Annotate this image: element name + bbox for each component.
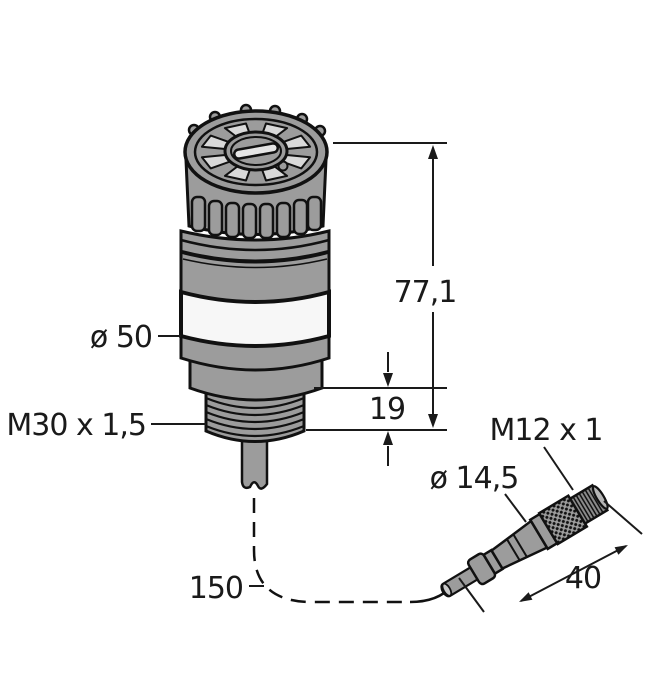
arrowhead-up-icon xyxy=(383,431,393,445)
device-body xyxy=(179,229,331,490)
cap-center-disc-inner xyxy=(230,136,282,166)
leader-connector-diameter xyxy=(504,493,527,523)
label-pigtail-length: 150 xyxy=(189,571,243,606)
boot-grooves xyxy=(506,533,528,561)
dimension-lines xyxy=(151,142,643,613)
cap-screw-slot xyxy=(233,142,279,160)
pigtail-cable xyxy=(252,498,453,604)
label-body-diameter: ø 50 xyxy=(90,320,152,355)
body-ring-1 xyxy=(180,238,330,252)
signal-band xyxy=(179,289,331,348)
arrowhead-upright-icon xyxy=(614,545,628,555)
cap-skirt-ribs xyxy=(190,195,323,240)
label-overall-height: 77,1 xyxy=(394,275,457,310)
cap-rim-inner xyxy=(193,117,319,187)
dimension-labels: 77,1 ø 50 M30 x 1,5 19 M12 x 1 ø 14,5 15… xyxy=(6,275,603,606)
arrowhead-down-icon xyxy=(383,373,393,387)
connector-tip xyxy=(591,485,609,510)
arrowhead-downleft-icon xyxy=(519,592,533,602)
ext-line-connector-front xyxy=(603,500,643,535)
cable-cut-end xyxy=(441,582,453,597)
body-ring-2 xyxy=(181,250,329,264)
label-connector-thread: M12 x 1 xyxy=(490,413,603,448)
arrowhead-up-icon xyxy=(428,145,438,159)
arrowhead-down-icon xyxy=(428,414,438,428)
label-connector-diameter: ø 14,5 xyxy=(430,461,519,496)
dim-connector-length xyxy=(520,545,627,602)
connector-thread-ridges xyxy=(572,487,604,523)
leader-m12 xyxy=(543,446,574,491)
label-mounting-thread: M30 x 1,5 xyxy=(6,408,146,443)
ext-line-connector-rear xyxy=(458,577,485,613)
body-ring-3 xyxy=(182,258,328,269)
cable-dashed-path xyxy=(252,498,410,604)
cable-stub xyxy=(240,438,269,490)
label-thread-length: 19 xyxy=(369,392,405,427)
device-cap xyxy=(183,103,329,240)
label-connector-length: 40 xyxy=(565,561,601,596)
m12-connector xyxy=(440,483,610,598)
